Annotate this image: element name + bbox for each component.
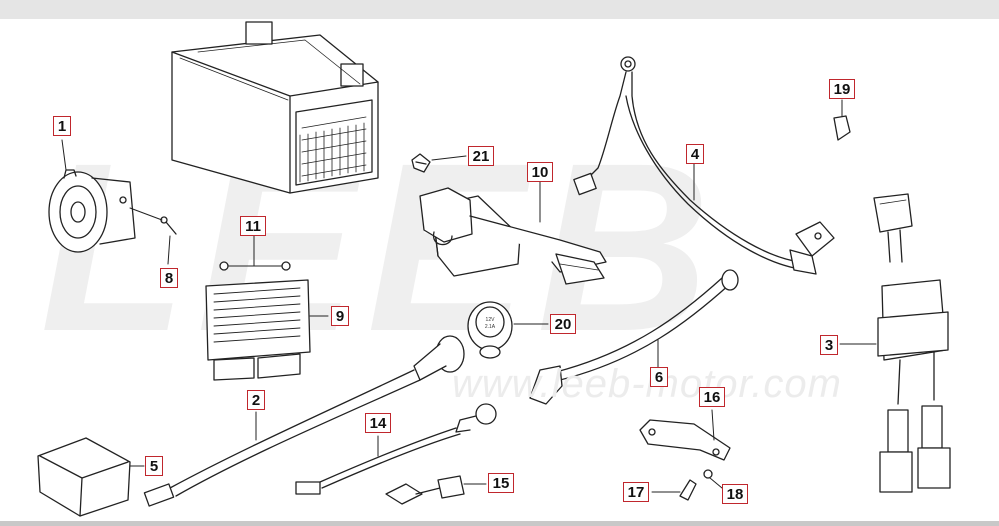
callout-16: 16 xyxy=(699,387,725,407)
small-bolt-drawing xyxy=(651,479,697,501)
callout-4: 4 xyxy=(686,144,704,164)
callout-5: 5 xyxy=(145,456,163,476)
leeb-watermark: LEEB xyxy=(40,113,720,381)
callout-21: 21 xyxy=(468,146,494,166)
callout-20: 20 xyxy=(550,314,576,334)
usb-socket-drawing xyxy=(467,301,549,359)
horn-drawing xyxy=(48,139,136,253)
callout-18: 18 xyxy=(722,484,748,504)
usb-socket-label-2: 2.1A xyxy=(485,324,496,330)
usb-socket-label: 12V xyxy=(486,317,496,323)
connector-drawing xyxy=(385,475,487,505)
callout-19: 19 xyxy=(829,79,855,99)
clip-drawing xyxy=(411,153,467,173)
callout-14: 14 xyxy=(365,413,391,433)
callout-17: 17 xyxy=(623,482,649,502)
callout-1: 1 xyxy=(53,116,71,136)
foam-pad-drawing xyxy=(37,437,145,517)
callout-8: 8 xyxy=(160,268,178,288)
callout-10: 10 xyxy=(527,162,553,182)
fuse-drawing xyxy=(833,99,851,141)
wiring-harness-drawing xyxy=(143,335,465,507)
bolt-drawing xyxy=(129,207,177,265)
nut-drawing xyxy=(703,469,723,489)
svg-text:LEEB: LEEB xyxy=(40,113,720,381)
bottom-bar xyxy=(0,521,999,526)
top-bar xyxy=(0,0,999,19)
callout-3: 3 xyxy=(820,335,838,355)
watermark-url: www.leeb-motor.com xyxy=(452,362,842,406)
callout-2: 2 xyxy=(247,390,265,410)
screws-drawing xyxy=(219,235,291,271)
regulator-drawing xyxy=(205,279,329,381)
callout-9: 9 xyxy=(331,306,349,326)
relay-harness-drawing xyxy=(839,193,951,493)
starter-relay-drawing xyxy=(419,181,607,285)
ground-cable-drawing xyxy=(529,269,739,405)
callout-6: 6 xyxy=(650,367,668,387)
bracket-drawing xyxy=(639,409,731,461)
sub-harness-drawing xyxy=(295,403,497,495)
callout-15: 15 xyxy=(488,473,514,493)
battery-drawing xyxy=(171,21,379,194)
battery-cable-drawing xyxy=(573,56,835,275)
callout-11: 11 xyxy=(240,216,266,236)
